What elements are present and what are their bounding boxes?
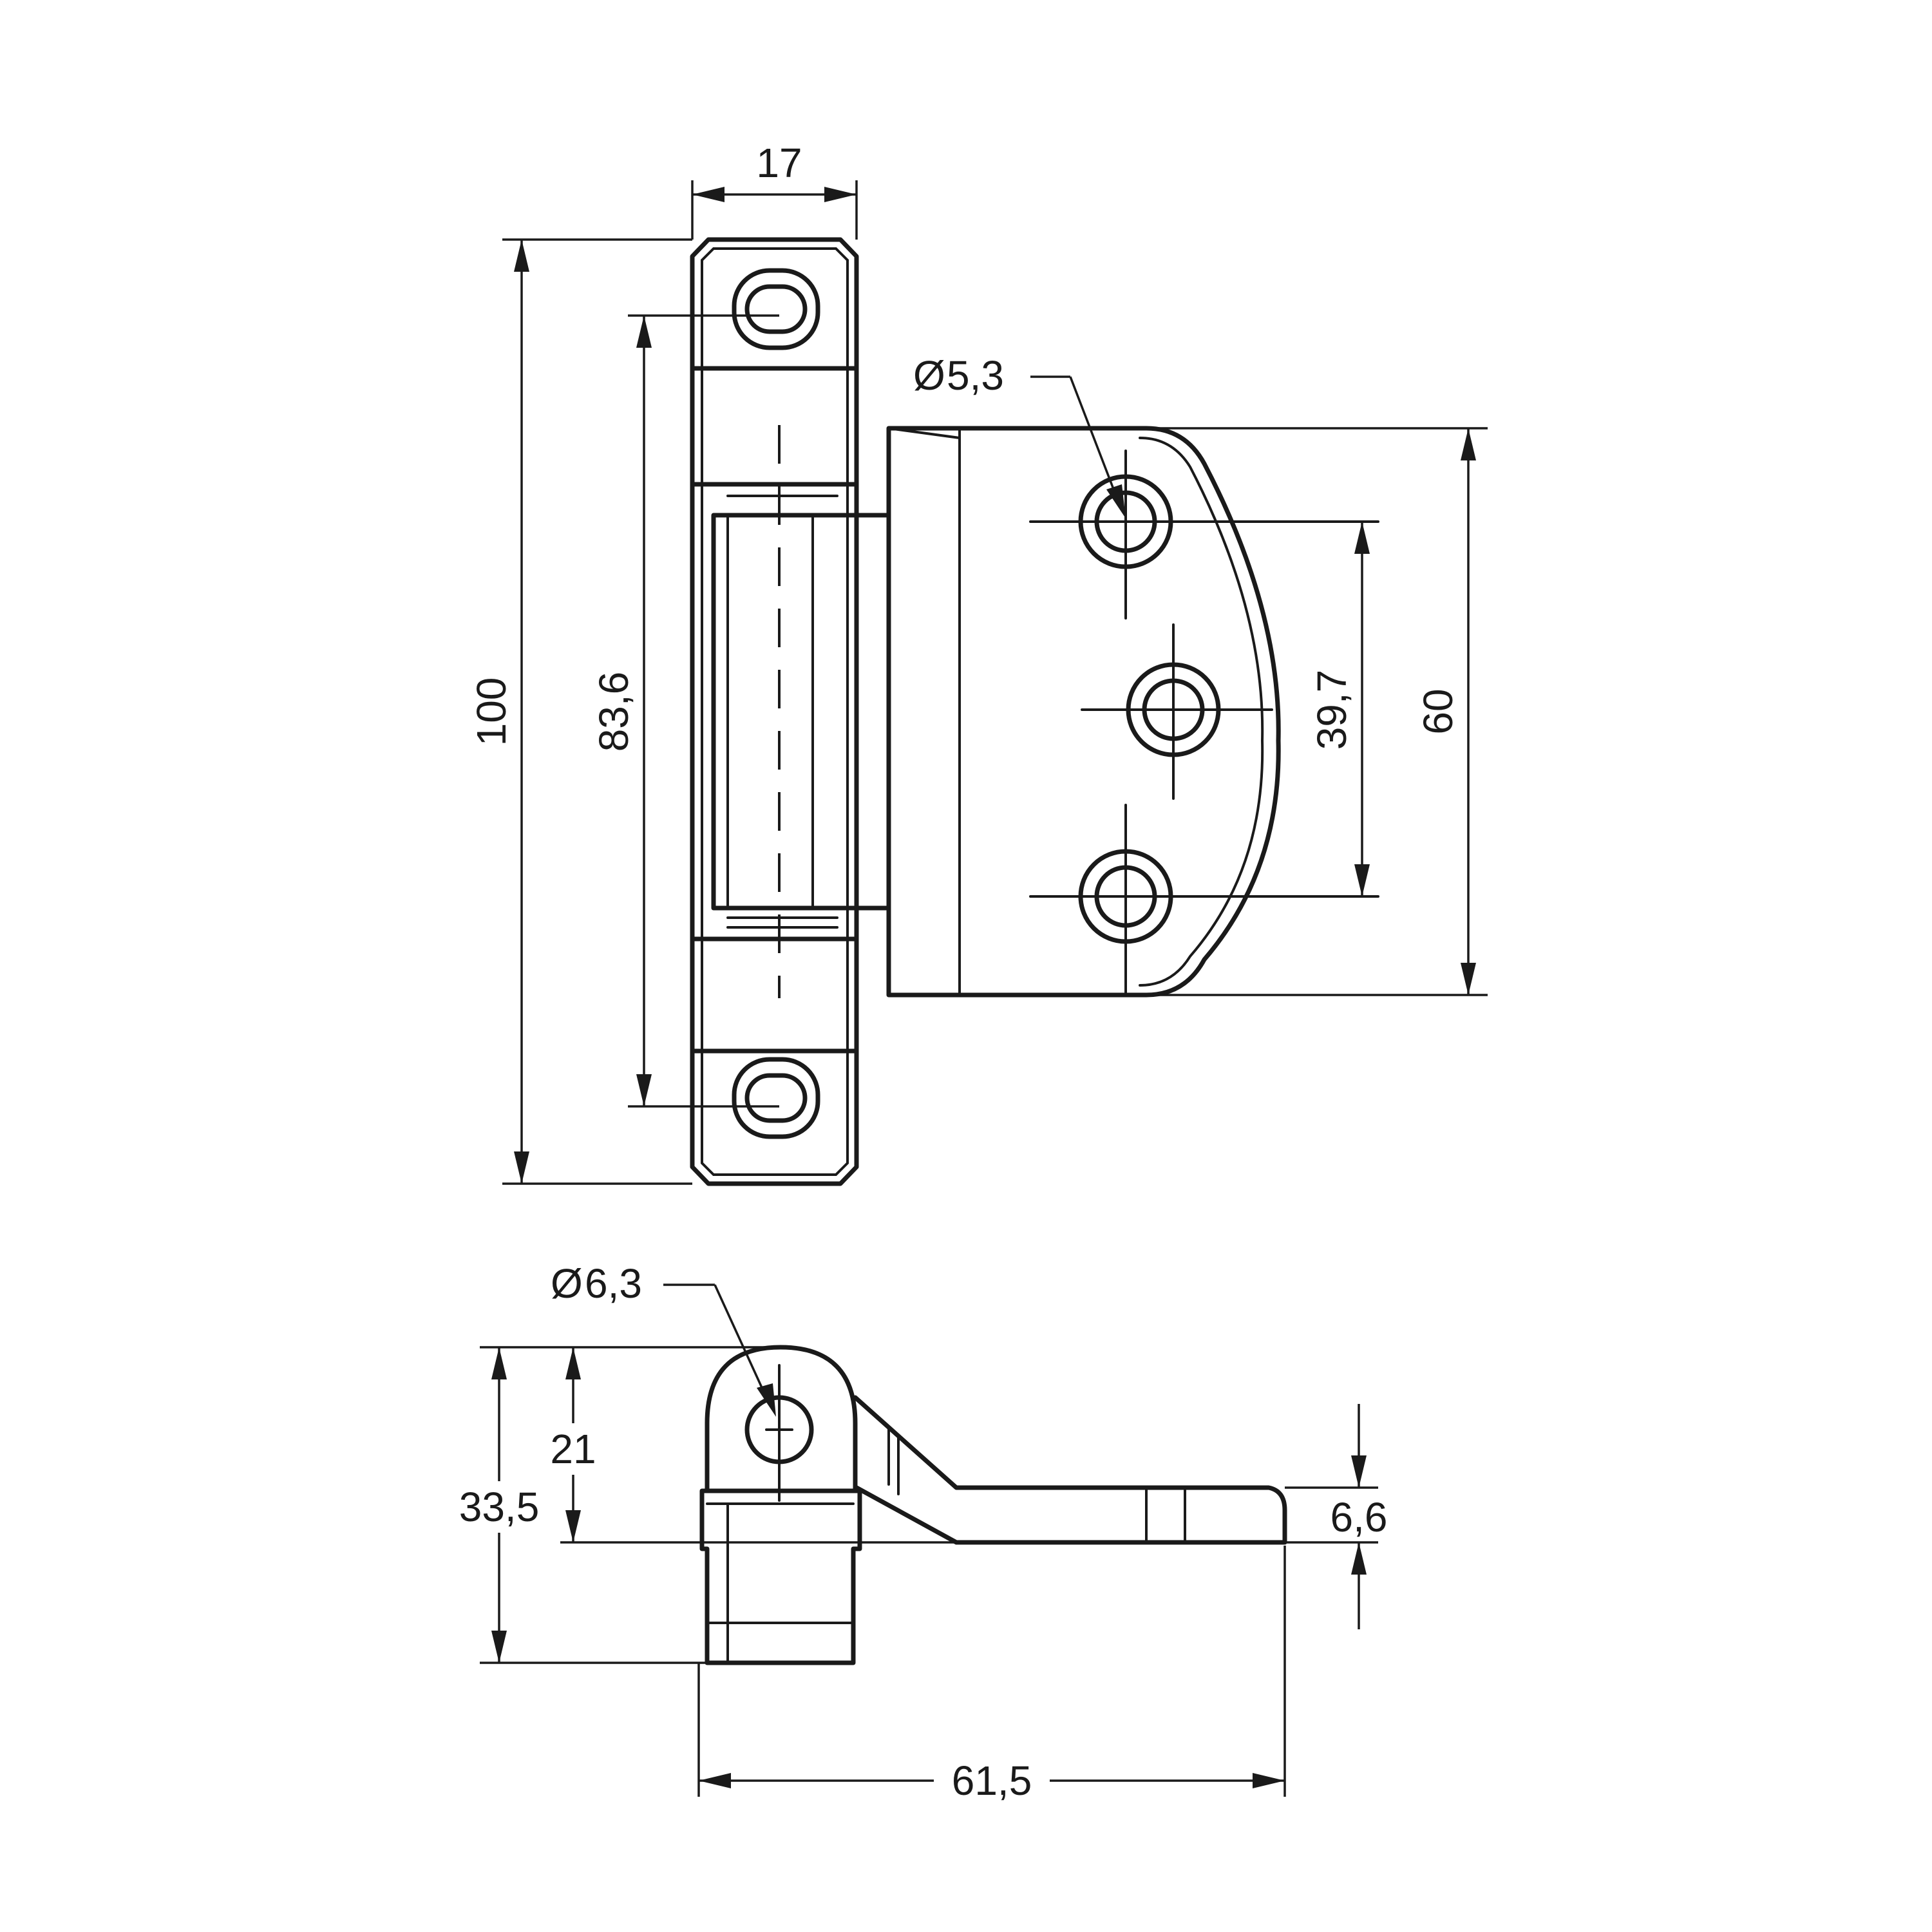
dim-label-83-6: 83,6 xyxy=(591,672,637,752)
dim-label-21: 21 xyxy=(550,1426,596,1472)
side-view xyxy=(699,1345,1287,1665)
lower-slot-hole xyxy=(732,1057,820,1139)
leaf-plate-inner xyxy=(1139,437,1264,987)
dim-label-6-6: 6,6 xyxy=(1331,1494,1388,1540)
dim-label-33-5: 33,5 xyxy=(459,1484,540,1530)
dim-label-60: 60 xyxy=(1415,688,1461,734)
dim-label-6-3: 6,3 xyxy=(585,1260,642,1307)
dimension-diameter-6-3: Ø 6,3 xyxy=(551,1260,776,1417)
upper-slot-hole xyxy=(732,268,820,350)
dim-label-17: 17 xyxy=(756,140,802,186)
knuckle-outline xyxy=(690,237,859,1186)
dim-label-61-5: 61,5 xyxy=(952,1757,1032,1804)
dimension-depth-61-5: 61,5 xyxy=(697,1546,1286,1806)
side-knuckle xyxy=(705,1345,858,1493)
dimension-leaf-height-60: 60 xyxy=(1146,427,1488,996)
dimension-side-height-33-5: 33,5 xyxy=(444,1346,781,1664)
dimension-hole-spacing-83-6: 83,6 xyxy=(591,314,779,1108)
front-view xyxy=(690,237,1379,1186)
dimension-leaf-hole-spacing-39-7: 39,7 xyxy=(1309,522,1370,896)
dim-label-39-7: 39,7 xyxy=(1309,670,1355,750)
leaf-corner-top xyxy=(887,427,961,439)
dimension-knuckle-height-21: 21 xyxy=(544,1347,956,1544)
side-leaf xyxy=(853,1395,1287,1545)
dimension-leaf-thickness-6-6: 6,6 xyxy=(1285,1404,1387,1629)
dim-label-100: 100 xyxy=(468,677,515,746)
dimension-height-100: 100 xyxy=(468,238,692,1185)
diameter-symbol-top: Ø xyxy=(913,352,945,399)
dimension-diameter-5-3: Ø 5,3 xyxy=(913,352,1126,518)
middle-knuckle xyxy=(711,513,891,911)
diameter-symbol-side: Ø xyxy=(551,1260,583,1307)
knuckle-inner-outline xyxy=(701,247,849,1176)
dimension-width-17: 17 xyxy=(691,140,858,240)
side-base xyxy=(699,1488,862,1665)
leaf-plate xyxy=(886,426,1281,998)
dim-label-5-3: 5,3 xyxy=(947,352,1004,399)
